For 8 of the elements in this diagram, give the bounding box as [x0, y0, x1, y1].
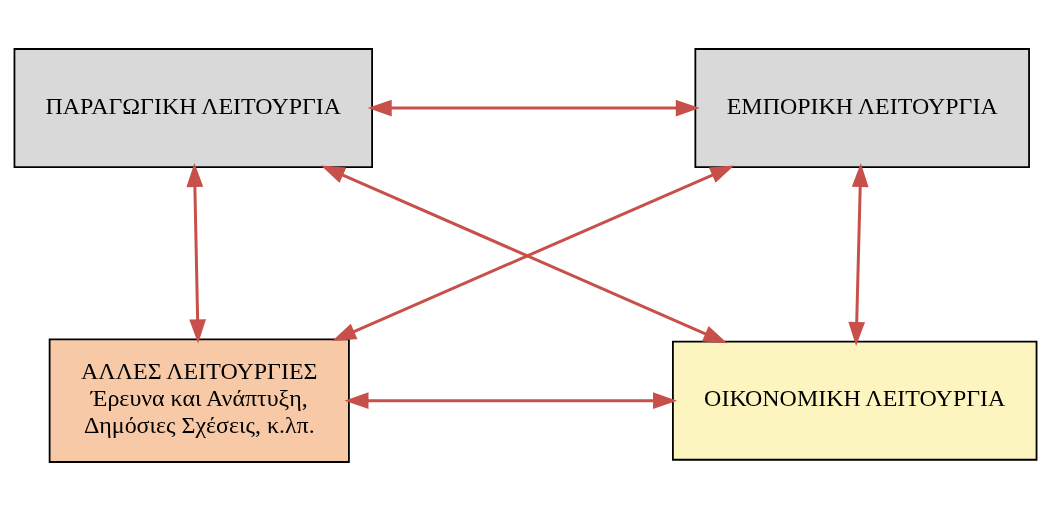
arrow — [186, 162, 206, 343]
arrow — [344, 391, 678, 409]
arrow — [367, 99, 700, 116]
node-box: ΠΑΡΑΓΩΓΙΚΗ ΛΕΙΤΟΥΡΓΙΑ — [13, 47, 373, 168]
node-box: ΕΜΠΟΡΙΚΗ ΛΕΙΤΟΥΡΓΙΑ — [694, 47, 1030, 168]
node-box: ΟΙΚΟΝΟΜΙΚΗ ΛΕΙΤΟΥΡΓΙΑ — [672, 340, 1038, 461]
node-box: ΑΛΛΕΣ ΛΕΙΤΟΥΡΓΙΕΣ Έρευνα και Ανάπτυξη, Δημόσιες Σχέσεις, κ.λπ. — [48, 337, 350, 463]
arrow — [848, 162, 869, 346]
